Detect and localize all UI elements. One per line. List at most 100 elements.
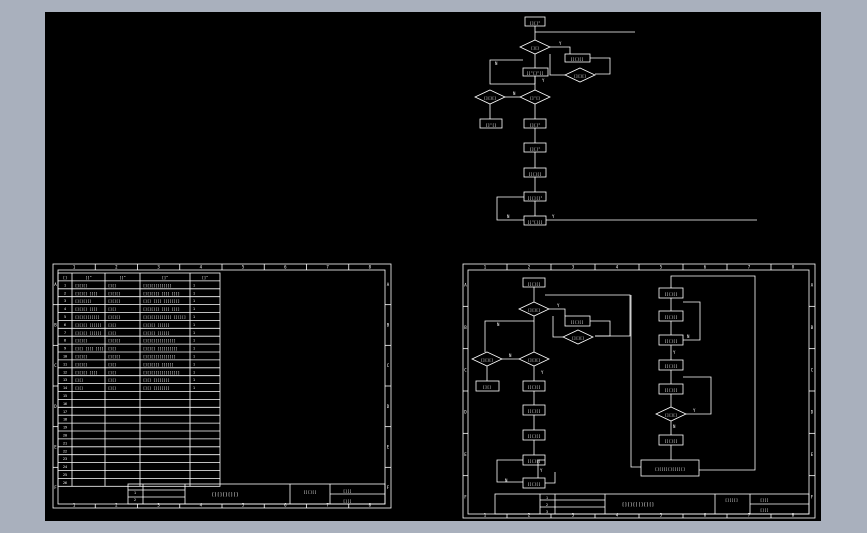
zone-letter: A: [464, 283, 467, 288]
zone-number: 3: [157, 265, 160, 270]
table-cell: [][] [][] [][]: [75, 347, 104, 351]
zone-number: 4: [616, 265, 619, 270]
title-block-field: [][]: [760, 508, 769, 512]
table-cell: 19: [63, 426, 67, 430]
table-cell: [][] [][][][]: [143, 386, 170, 390]
branch-label: N: [513, 91, 516, 96]
table-cell: [][][][][][][][]: [143, 339, 176, 343]
table-cell: 12: [63, 370, 67, 374]
title-block-field: 2: [134, 498, 136, 502]
zone-number: 4: [616, 513, 619, 518]
table-cell: 24: [63, 465, 67, 469]
end-box: [475, 380, 500, 392]
table-header: []": [119, 276, 126, 280]
table-cell: 1: [193, 315, 195, 319]
title-block-field: [][][]: [725, 498, 738, 502]
zone-letter: E: [54, 445, 57, 450]
table-cell: 1: [193, 323, 195, 327]
table-cell: [][][] [][][]: [143, 331, 170, 335]
title-block-field: 1: [134, 491, 136, 495]
process-label: [][][]: [665, 364, 678, 368]
branch-label: N: [505, 478, 508, 483]
table-cell: [][]: [108, 347, 116, 351]
decision-label: []"[]: [530, 96, 540, 100]
table-cell: [][][] [][][]: [75, 323, 102, 327]
branch-label: Y: [559, 41, 562, 46]
zone-letter: C: [54, 363, 57, 368]
table-cell: 1: [64, 283, 66, 287]
zone-letter: E: [464, 452, 467, 457]
zone-number: 7: [326, 503, 329, 508]
table-cell: [][][]: [75, 339, 87, 343]
table-cell: 26: [63, 481, 67, 485]
parts-list-table: [57, 272, 221, 487]
table-cell: [][][] [][][]: [143, 323, 170, 327]
process-box: [523, 142, 547, 153]
branch-label: N: [495, 61, 498, 66]
table-cell: [][][][] [][][]: [143, 362, 174, 366]
decision-label: [][][]: [572, 336, 584, 340]
zone-letter: F: [387, 485, 390, 490]
title-block-title: [][][][][][]: [622, 502, 655, 508]
decision-diamond: [519, 39, 551, 55]
process-label: [][]": [530, 123, 541, 127]
cad-model-space[interactable]: [][]"[]"[]"[][]"[][][]"[][]"[][][][][][]…: [45, 12, 821, 521]
table-cell: 1: [193, 362, 195, 366]
zone-letter: D: [811, 410, 814, 415]
table-cell: [][][] [][][][][]: [143, 347, 178, 351]
zone-letter: B: [387, 323, 390, 328]
table-cell: 1: [193, 291, 195, 295]
zone-number: 7: [748, 265, 751, 270]
table-cell: 2: [64, 291, 66, 295]
zone-letter: C: [811, 367, 814, 372]
zone-letter: E: [387, 445, 390, 450]
table-cell: [][] [][] [][][][]: [143, 299, 180, 303]
table-cell: 1: [193, 378, 195, 382]
decision-label: [][][]: [481, 358, 493, 362]
branch-label: Y: [541, 370, 544, 375]
table-cell: [][][]: [108, 291, 120, 295]
zone-number: 8: [369, 265, 372, 270]
branch-label: Y: [693, 408, 696, 413]
process-label: [][][]: [529, 172, 542, 176]
table-cell: [][]: [108, 283, 116, 287]
table-cell: [][]: [75, 378, 83, 382]
table-cell: 21: [63, 441, 67, 445]
table-cell: 16: [63, 402, 67, 406]
table-cell: [][][]: [108, 315, 120, 319]
title-block-field: 2: [546, 503, 548, 507]
zone-number: 6: [704, 265, 707, 270]
table-cell: 1: [193, 331, 195, 335]
table-cell: [][][]: [75, 283, 87, 287]
table-cell: 15: [63, 394, 67, 398]
table-cell: [][]: [108, 378, 116, 382]
zone-letter: B: [464, 325, 467, 330]
zone-number: 5: [242, 503, 245, 508]
table-cell: 10: [63, 355, 67, 359]
zone-number: 8: [792, 265, 795, 270]
process-label: [][][]: [571, 57, 584, 61]
table-cell: [][][][][][][][]: [143, 355, 176, 359]
decision-label: [][][]: [665, 413, 677, 417]
process-label: [][][]: [665, 439, 678, 443]
table-cell: [][][]: [108, 355, 120, 359]
process-label: [][][]: [528, 409, 541, 413]
zone-letter: C: [464, 367, 467, 372]
table-cell: [][][]: [108, 339, 120, 343]
table-cell: [][][][][][]: [75, 315, 100, 319]
zone-number: 4: [200, 265, 203, 270]
process-label: [][][]: [528, 482, 541, 486]
process-label: [][]": [530, 21, 541, 25]
table-cell: 1: [193, 307, 195, 311]
table-cell: 6: [64, 323, 66, 327]
table-cell: 14: [63, 386, 67, 390]
process-label: [][][]: [528, 385, 541, 389]
table-cell: [][] [][][][]: [143, 378, 170, 382]
decision-label: [][]: [531, 46, 539, 50]
branch-label: N: [687, 334, 690, 339]
table-cell: [][]: [108, 323, 116, 327]
process-label: [][][]: [665, 339, 678, 343]
zone-number: 2: [528, 513, 531, 518]
table-cell: [][]: [108, 362, 116, 366]
decision-diamond: [562, 329, 594, 345]
